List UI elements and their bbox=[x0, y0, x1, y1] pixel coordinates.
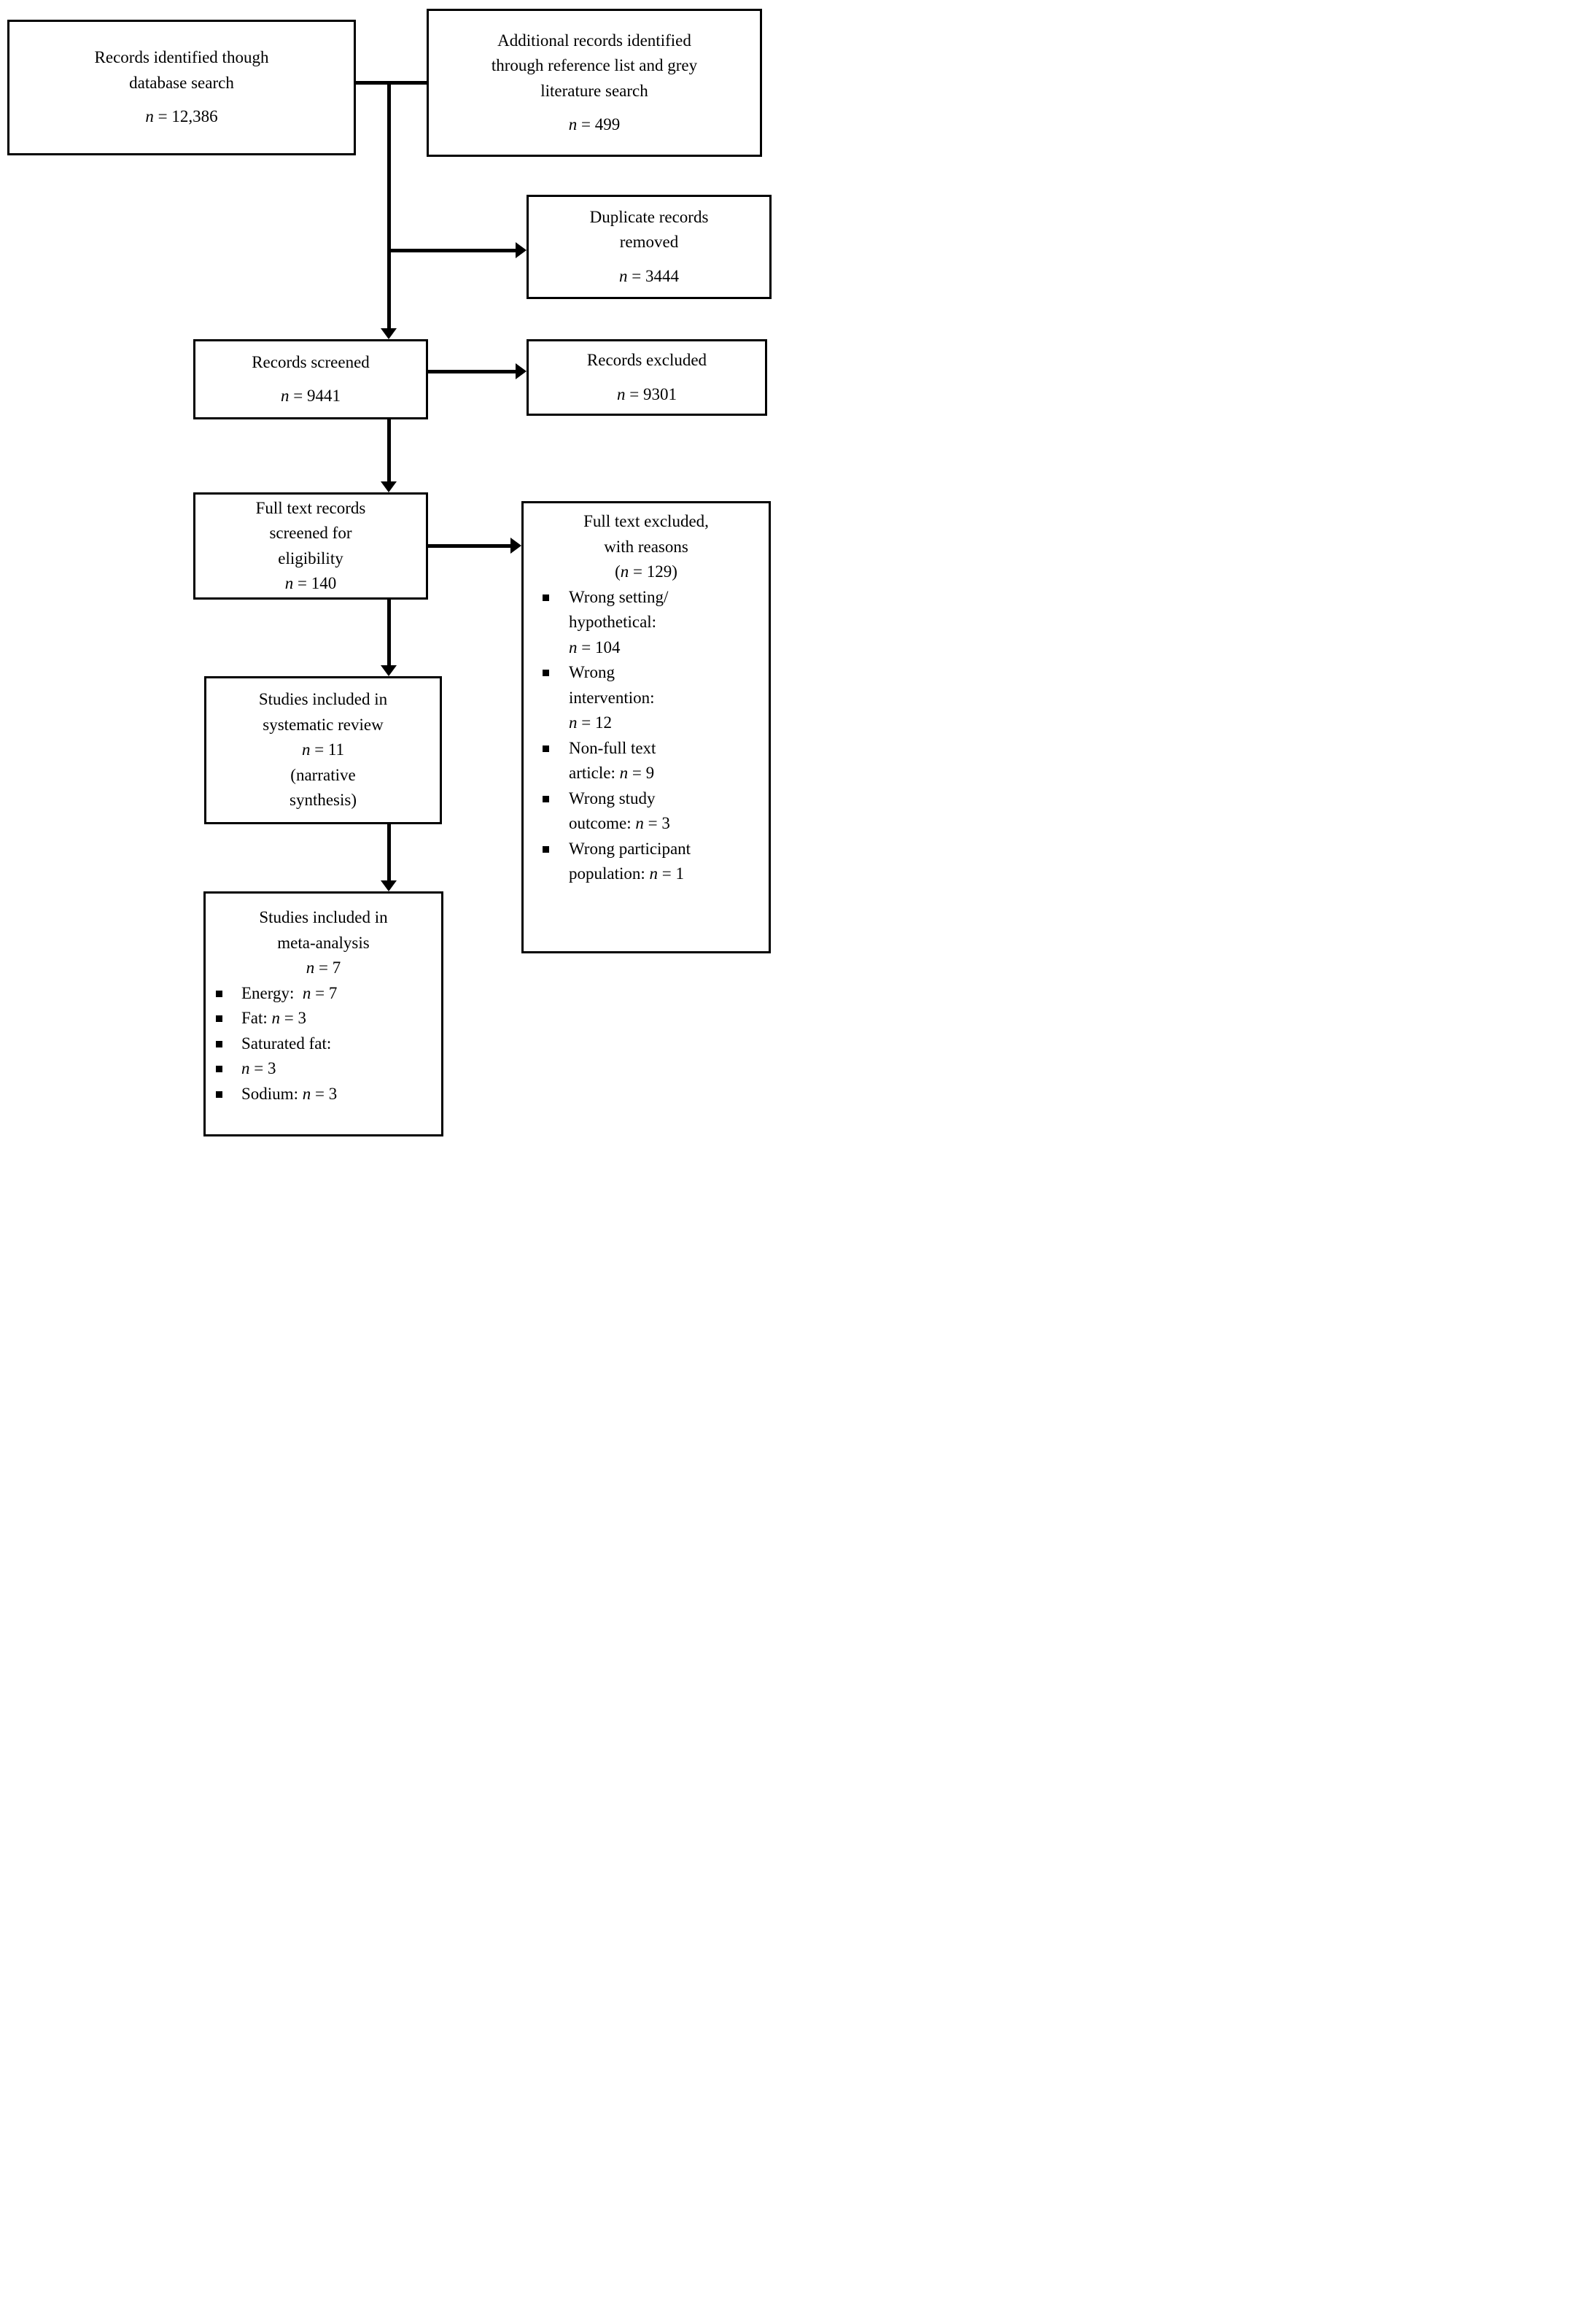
list-item: Wrong intervention: n = 12 bbox=[524, 660, 769, 736]
n-count: n = 104 bbox=[569, 638, 621, 656]
square-bullet-icon bbox=[216, 1040, 222, 1047]
box-additional-records: Additional records identified through re… bbox=[427, 9, 762, 157]
arrow-down-icon bbox=[381, 665, 397, 676]
box-records-identified: Records identified though database searc… bbox=[7, 20, 356, 155]
text-line: Wrong participant bbox=[569, 839, 691, 858]
square-bullet-icon bbox=[216, 1091, 222, 1098]
text-line: Wrong bbox=[569, 663, 615, 681]
arrow-down-icon bbox=[381, 880, 397, 891]
text-line: through reference list and grey bbox=[491, 56, 698, 74]
list-item: Wrong study outcome: n = 3 bbox=[524, 786, 769, 837]
text-line: outcome: n = 3 bbox=[569, 814, 670, 832]
list-item: Energy: n = 7 bbox=[206, 981, 441, 1007]
box-fulltext-excluded: Full text excluded, with reasons (n = 12… bbox=[521, 501, 771, 953]
text-line: intervention: bbox=[569, 688, 655, 707]
text-line: Sodium: n = 3 bbox=[241, 1084, 338, 1103]
text-line: Studies included in bbox=[258, 690, 388, 709]
connector-line bbox=[387, 81, 391, 328]
square-bullet-icon bbox=[543, 845, 549, 853]
text-line: Fat: n = 3 bbox=[241, 1009, 307, 1027]
text-line: Energy: n = 7 bbox=[241, 983, 338, 1002]
text-line: article: n = 9 bbox=[569, 764, 655, 782]
text-line: Records identified though bbox=[94, 48, 269, 67]
arrow-down-icon bbox=[381, 481, 397, 492]
list-item: Sodium: n = 3 bbox=[206, 1082, 441, 1107]
arrow-right-icon bbox=[510, 538, 521, 554]
list-item: n = 3 bbox=[206, 1056, 441, 1082]
box-duplicates-removed: Duplicate records removed n = 3444 bbox=[527, 195, 772, 299]
text-line: systematic review bbox=[263, 715, 384, 734]
text-line: screened for bbox=[269, 524, 352, 542]
n-count: n = 9441 bbox=[281, 387, 341, 405]
n-count: n = 499 bbox=[568, 115, 621, 133]
connector-line bbox=[387, 600, 391, 665]
exclusion-reason-list: Wrong setting/ hypothetical: n = 104 Wro… bbox=[524, 585, 769, 887]
n-count: n = 12 bbox=[569, 713, 612, 732]
box-fulltext-screened: Full text records screened for eligibili… bbox=[193, 492, 428, 600]
n-count: population: n = 1 bbox=[569, 864, 685, 883]
list-item: Fat: n = 3 bbox=[206, 1006, 441, 1031]
connector-line bbox=[428, 370, 516, 373]
arrow-right-icon bbox=[516, 363, 527, 379]
arrow-right-icon bbox=[516, 242, 527, 258]
square-bullet-icon bbox=[216, 1066, 222, 1072]
text-line: Additional records identified bbox=[497, 31, 691, 50]
text-line: synthesis) bbox=[290, 791, 357, 810]
list-item: Wrong participant population: n = 1 bbox=[524, 837, 769, 887]
text-line: Full text excluded, bbox=[583, 512, 709, 530]
n-count: n = 3444 bbox=[619, 266, 679, 285]
text-line: (narrative bbox=[290, 765, 356, 784]
connector-line bbox=[428, 544, 510, 548]
list-item: Wrong setting/ hypothetical: n = 104 bbox=[524, 585, 769, 661]
connector-line bbox=[356, 81, 427, 85]
box-records-screened: Records screened n = 9441 bbox=[193, 339, 428, 419]
box-systematic-review: Studies included in systematic review n … bbox=[204, 676, 442, 824]
list-item: Non-full text article: n = 9 bbox=[524, 736, 769, 786]
text-line: Records excluded bbox=[586, 351, 707, 369]
text-line: Duplicate records bbox=[589, 207, 709, 226]
arrow-down-icon bbox=[381, 328, 397, 339]
connector-line bbox=[387, 249, 516, 252]
text-line: literature search bbox=[540, 81, 648, 100]
n-count: n = 7 bbox=[306, 958, 341, 977]
n-count: (n = 129) bbox=[615, 562, 677, 581]
text-line: Saturated fat: bbox=[241, 1034, 332, 1053]
text-line: hypothetical: bbox=[569, 613, 657, 631]
square-bullet-icon bbox=[543, 670, 549, 676]
square-bullet-icon bbox=[543, 795, 549, 802]
box-records-excluded: Records excluded n = 9301 bbox=[527, 339, 767, 416]
square-bullet-icon bbox=[216, 1015, 222, 1022]
text-line: Records screened bbox=[252, 352, 370, 371]
connector-line bbox=[387, 419, 391, 481]
n-count: n = 3 bbox=[241, 1059, 276, 1077]
text-line: Wrong setting/ bbox=[569, 587, 669, 606]
text-line: Wrong study bbox=[569, 789, 656, 807]
square-bullet-icon bbox=[543, 594, 549, 601]
n-count: n = 9301 bbox=[617, 384, 677, 403]
meta-outcome-list: Energy: n = 7 Fat: n = 3 Saturated fat: … bbox=[206, 981, 441, 1107]
text-line: with reasons bbox=[604, 537, 688, 556]
box-meta-analysis: Studies included in meta-analysis n = 7 … bbox=[203, 891, 443, 1136]
square-bullet-icon bbox=[543, 745, 549, 752]
n-count: n = 140 bbox=[284, 574, 337, 592]
text-line: meta-analysis bbox=[277, 933, 370, 952]
text-line: Non-full text bbox=[569, 738, 656, 757]
connector-line bbox=[387, 824, 391, 880]
list-item: Saturated fat: bbox=[206, 1031, 441, 1057]
prisma-flow-diagram: Records identified though database searc… bbox=[0, 0, 790, 1162]
text-line: Studies included in bbox=[259, 908, 388, 926]
text-line: removed bbox=[619, 233, 679, 252]
text-line: Full text records bbox=[255, 498, 366, 517]
text-line: database search bbox=[129, 73, 234, 92]
n-count: n = 11 bbox=[301, 740, 345, 759]
n-count: n = 12,386 bbox=[145, 107, 218, 126]
text-line: eligibility bbox=[278, 549, 343, 568]
square-bullet-icon bbox=[216, 990, 222, 997]
